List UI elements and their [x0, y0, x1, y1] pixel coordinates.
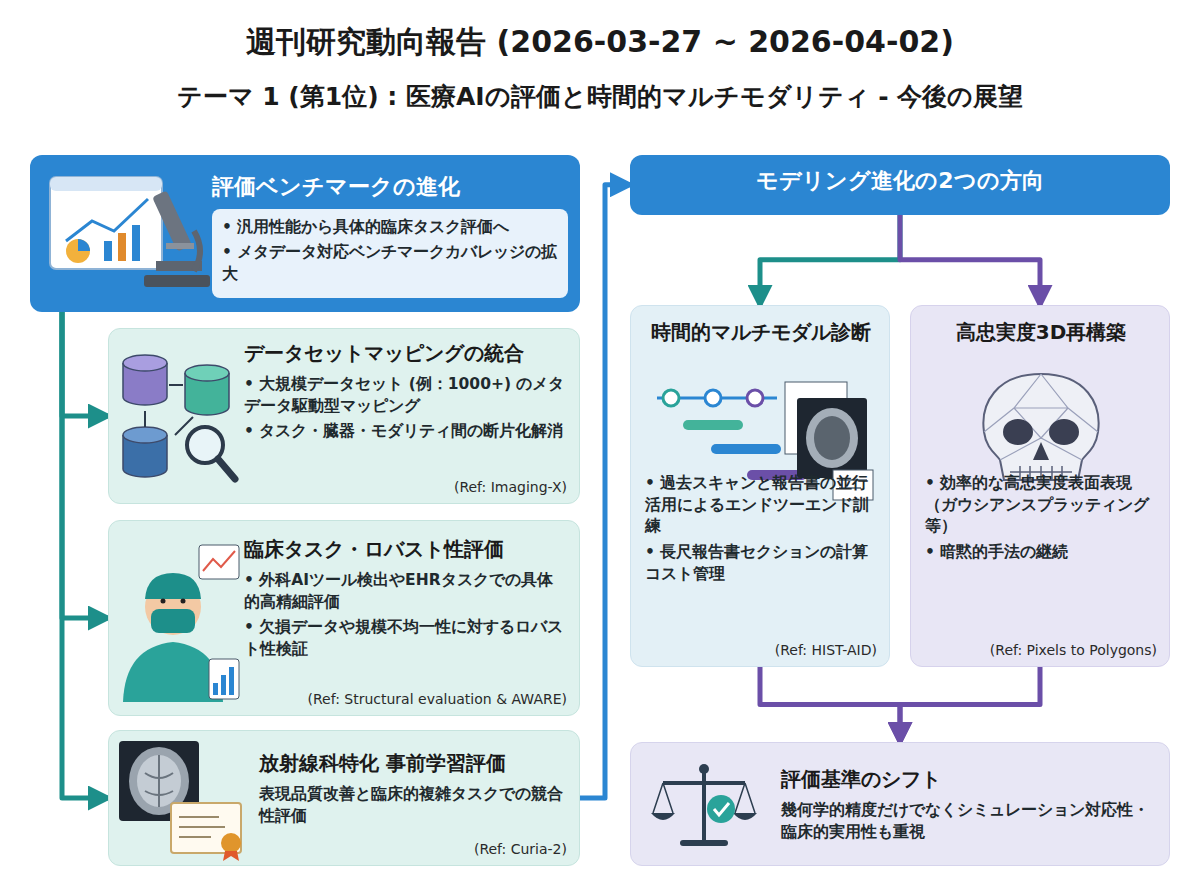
node-heading: 放射線科特化 事前学習評価	[259, 751, 567, 776]
bullet-text: • 長尺報告書セクションの計算コスト管理	[645, 542, 877, 585]
title: 週刊研究動向報告 (2026-03-27 ~ 2026-04-02)	[0, 22, 1200, 63]
node-heading: 評価ベンチマークの進化	[212, 173, 568, 201]
flow-arrow	[62, 312, 108, 416]
reference-note: (Ref: Pixels to Polygons)	[925, 642, 1157, 658]
bullet-text: 幾何学的精度だけでなくシミュレーション対応性・臨床的実用性も重視	[781, 800, 1153, 843]
illustration	[649, 757, 759, 861]
node-heading: 時間的マルチモダル診断	[645, 320, 877, 345]
bullet-text: • 大規模データセット (例：1000+) のメタデータ駆動型マッピング	[244, 374, 567, 417]
bullet-text: • 欠損データや規模不均一性に対するロバスト性検証	[244, 617, 567, 660]
flow-arrow	[580, 185, 630, 798]
process-box: 高忠実度3D再構築 • 効率的な高忠実度表面表現（ガウシアンスプラッティング等） •…	[910, 305, 1170, 667]
flow-arrow	[62, 312, 108, 798]
node-heading: 高忠実度3D再構築	[925, 320, 1157, 345]
flow-arrow	[62, 312, 108, 618]
bullet-text: • 暗黙的手法の継続	[925, 542, 1157, 564]
flow-arrow	[900, 667, 1040, 742]
process-box: 時間的マルチモダル診断 • 過去スキャンと報告書の並行活用によるエンドツーエンド訓…	[630, 305, 890, 667]
illustration	[44, 171, 219, 305]
process-box: 評価基準のシフト幾何学的精度だけでなくシミュレーション対応性・臨床的実用性も重視	[630, 742, 1170, 866]
node-heading: データセットマッピングの統合	[244, 341, 567, 366]
node-heading: 臨床タスク・ロバスト性評価	[244, 537, 567, 562]
reference-note: (Ref: Structural evaluation & AWARE)	[244, 691, 567, 707]
node-heading: 評価基準のシフト	[781, 767, 1153, 792]
bullet-text: • メタデータ対応ベンチマークカバレッジの拡大	[222, 242, 558, 285]
node-heading: モデリング進化の2つの方向	[642, 167, 1158, 195]
subtitle: テーマ 1 (第1位) : 医療AIの評価と時間的マルチモダリティ - 今後の展…	[0, 80, 1200, 113]
process-box: データセットマッピングの統合 • 大規模データセット (例：1000+) のメタデ…	[108, 328, 580, 504]
bullet-text: • 過去スキャンと報告書の並行活用によるエンドツーエンド訓練	[645, 473, 877, 538]
bullet-text: 表現品質改善と臨床的複雑タスクでの競合性評価	[259, 784, 567, 827]
illustration	[113, 537, 243, 711]
bullet-text: • タスク・臓器・モダリティ間の断片化解消	[244, 421, 567, 443]
bullet-text: • 外科AIツール検出やEHRタスクでの具体的高精細評価	[244, 570, 567, 613]
reference-note: (Ref: Imaging-X)	[244, 479, 567, 495]
header-panel: モデリング進化の2つの方向	[630, 155, 1170, 215]
bullet-text: • 汎用性能から具体的臨床タスク評価へ	[222, 217, 558, 239]
flow-arrow	[760, 667, 900, 742]
bullet-text: • 効率的な高忠実度表面表現（ガウシアンスプラッティング等）	[925, 473, 1157, 538]
flow-arrow	[900, 215, 1040, 306]
illustration	[115, 345, 245, 499]
flow-arrow	[760, 215, 900, 306]
reference-note: (Ref: Curia-2)	[259, 841, 567, 857]
header-panel: 評価ベンチマークの進化 • 汎用性能から具体的臨床タスク評価へ • メタデータ対応ベ…	[30, 155, 580, 312]
bullet-panel: • 汎用性能から具体的臨床タスク評価へ • メタデータ対応ベンチマークカバレッジの…	[212, 209, 568, 298]
illustration	[115, 737, 255, 866]
process-box: 放射線科特化 事前学習評価表現品質改善と臨床的複雑タスクでの競合性評価 (Ref:…	[108, 730, 580, 866]
reference-note: (Ref: HIST-AID)	[645, 642, 877, 658]
process-box: 臨床タスク・ロバスト性評価 • 外科AIツール検出やEHRタスクでの具体的高精細評…	[108, 520, 580, 716]
